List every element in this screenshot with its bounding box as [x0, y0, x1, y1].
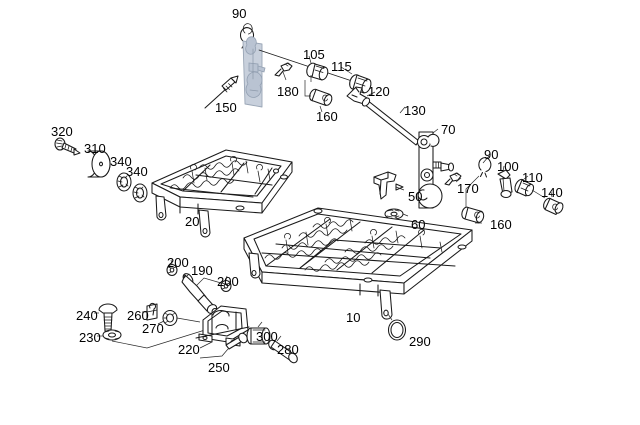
part-340-grommet-a	[116, 172, 132, 192]
callout-100: 100	[497, 159, 519, 174]
callout-200-b: 200	[217, 274, 239, 289]
callout-170: 170	[457, 181, 479, 196]
part-200-washer-a	[166, 259, 178, 277]
callout-320: 320	[51, 124, 73, 139]
part-120-lever-arm	[346, 86, 376, 105]
callout-120: 120	[368, 84, 390, 99]
callout-300: 300	[256, 329, 278, 344]
callout-340-b: 340	[126, 164, 148, 179]
part-170-clip	[444, 172, 462, 186]
part-320-screw	[54, 137, 81, 156]
callout-310: 310	[84, 141, 106, 156]
callout-220: 220	[178, 342, 200, 357]
part-310-bump-stop	[87, 150, 111, 178]
callout-260: 260	[127, 308, 149, 323]
part-150-screw	[204, 75, 239, 109]
callout-50: 50	[408, 189, 423, 204]
callout-200-a: 200	[167, 255, 189, 270]
callout-130: 130	[404, 103, 426, 118]
callout-180: 180	[277, 84, 299, 99]
callout-110: 110	[522, 170, 543, 185]
callout-160-upper: 160	[316, 109, 338, 124]
part-10-seat-frame-large	[243, 207, 473, 320]
lead-90r-160b	[465, 175, 480, 213]
part-300-bushing-sleeve	[246, 321, 271, 345]
part-280-pin	[268, 335, 298, 364]
part-90-right-clip	[478, 155, 492, 178]
callout-340-a: 340	[110, 154, 132, 169]
part-105-bushing	[306, 55, 329, 81]
callout-190: 190	[191, 263, 213, 278]
lead-110-140	[531, 189, 546, 199]
part-250-pin	[199, 332, 248, 359]
part-340-grommet-b	[132, 183, 148, 203]
part-160-upper-roller	[309, 75, 333, 113]
part-60-washer	[384, 208, 409, 220]
part-230-nut	[97, 329, 122, 341]
part-140-roller	[543, 191, 564, 216]
callout-140: 140	[541, 185, 563, 200]
callout-90-top: 90	[232, 6, 247, 21]
part-160-lower-roller	[461, 206, 485, 224]
part-70-pivot-bracket	[416, 128, 455, 209]
part-110-sleeve	[514, 175, 535, 197]
part-290-o-ring	[387, 313, 407, 341]
callout-160-lower: 160	[490, 217, 512, 232]
part-200-washer-b	[220, 275, 232, 293]
lead-105-160	[304, 80, 311, 97]
part-130-push-rod	[361, 97, 420, 146]
callout-115: 115	[331, 59, 352, 74]
callout-105: 105	[303, 47, 325, 62]
part-180-clip	[274, 62, 293, 81]
part-190-gas-strut	[181, 273, 222, 317]
callout-240: 240	[76, 308, 98, 323]
callout-150: 150	[215, 100, 237, 115]
part-260-clip-nut	[142, 302, 158, 321]
callout-250: 250	[208, 360, 230, 375]
callout-90-right: 90	[484, 147, 499, 162]
callout-20: 20	[185, 214, 200, 229]
callout-70: 70	[441, 122, 456, 137]
link-rod-top	[258, 49, 353, 82]
callout-280: 280	[277, 342, 299, 357]
callout-230: 230	[79, 330, 101, 345]
lead-240-220	[111, 329, 206, 349]
part-50-bracket	[373, 171, 405, 200]
part-highlight-actuator-plate	[242, 36, 266, 108]
part-100-bushing	[497, 165, 513, 199]
callout-60: 60	[411, 217, 426, 232]
part-20-seat-frame-small	[151, 149, 293, 238]
callout-10: 10	[346, 310, 361, 325]
callout-270: 270	[142, 321, 164, 336]
part-270-washer	[157, 309, 201, 327]
callout-290: 290	[409, 334, 431, 349]
